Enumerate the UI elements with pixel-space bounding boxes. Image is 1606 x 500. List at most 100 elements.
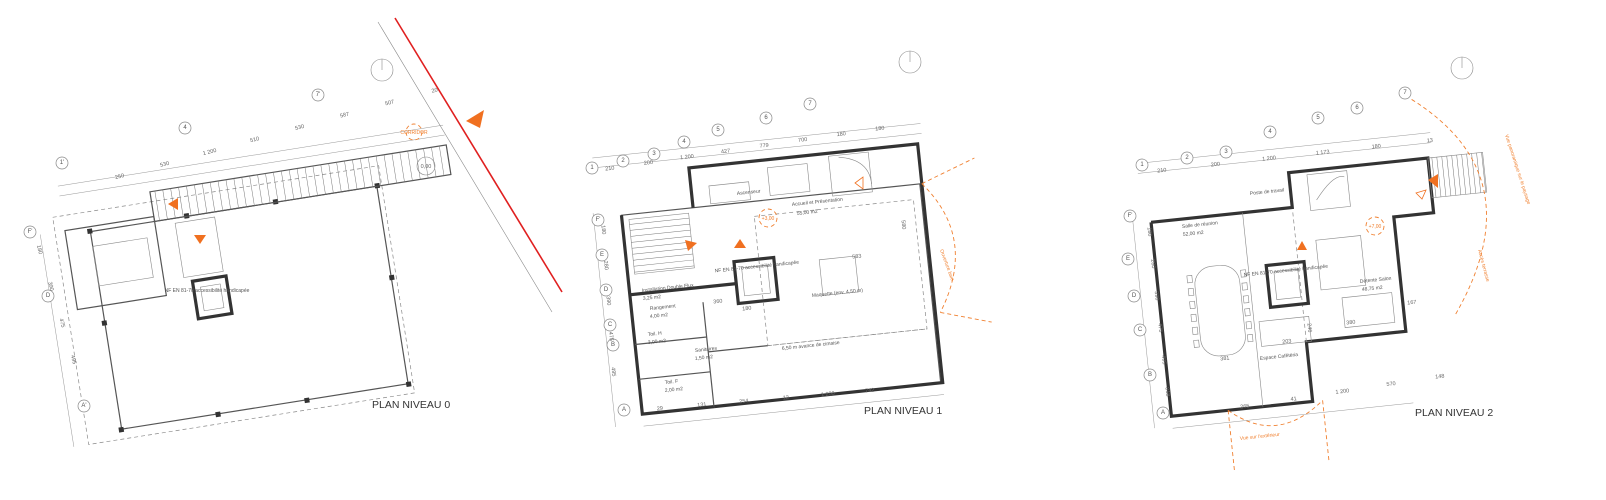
grid-label: F' <box>596 217 601 223</box>
grid-label: F' <box>28 229 33 235</box>
dimension: 530 <box>295 124 305 132</box>
dimension: 246 <box>1306 323 1313 333</box>
elevator-core <box>732 255 780 306</box>
elevator-label: Ascenseur <box>737 189 761 197</box>
grid-bubble-row: B <box>1143 368 1157 382</box>
grid-label: B <box>611 342 615 348</box>
grid-label: D <box>604 287 609 293</box>
dimension: 180 <box>600 225 607 235</box>
dimension: 475 <box>607 332 614 342</box>
grid-bubble-col: 5 <box>1311 111 1325 125</box>
dimension: 495 <box>1160 355 1167 365</box>
flow-arrow-icon <box>854 176 864 190</box>
grid-label: 4 <box>183 125 187 131</box>
flow-arrow-icon <box>168 198 178 210</box>
window-label: Ouverture baie <box>938 249 955 282</box>
dimension: 1 200 <box>680 154 694 161</box>
stair-ramp <box>149 144 452 223</box>
dimension: 580 <box>900 220 907 230</box>
dimension: 475 <box>58 318 66 328</box>
dimension: 131 <box>697 402 707 409</box>
grid-label: B <box>1148 372 1152 378</box>
dimension: 495 <box>69 355 77 365</box>
grid-bubble-row: A' <box>77 399 91 413</box>
room-area: 4,00 m2 <box>650 312 669 320</box>
grid-bubble-row: D <box>1127 289 1141 303</box>
grid-bubble-col: 4 <box>1263 125 1277 139</box>
dimension: 180 <box>875 126 885 133</box>
elevator-note: NF EN 81-70 accessibilité handicapée <box>1243 264 1328 279</box>
dimension: 20 <box>431 87 438 94</box>
model-label: Maquette (env. 4,50 m) <box>812 288 864 299</box>
grid-bubble-col: 5 <box>711 123 725 137</box>
elevator-note: NF EN 81-70 accessibilité handicapée <box>714 260 799 275</box>
flow-arrow-icon <box>194 235 206 244</box>
dimension: 200 <box>644 160 654 167</box>
room-area: 48,75 m2 <box>1362 285 1384 293</box>
room-area: 3,25 m2 <box>643 294 662 302</box>
flow-arrow-icon <box>1297 241 1307 250</box>
dimension: 570 <box>1386 381 1396 388</box>
plan-title: PLAN NIVEAU 0 <box>372 399 450 411</box>
grid-bubble-col: 1 <box>1135 158 1149 172</box>
dimension: 583 <box>852 254 862 261</box>
grid-bubble-row: D <box>41 289 55 303</box>
grid-label: D <box>1132 293 1137 299</box>
north-arrow-icon <box>898 50 922 74</box>
dimension: 390 <box>605 296 612 306</box>
grid-bubble-row: F' <box>591 213 605 227</box>
meeting-table <box>1194 264 1246 357</box>
flow-arrow-icon <box>734 239 746 248</box>
grid-label: D <box>46 293 51 299</box>
flow-arrow-icon <box>1428 174 1438 188</box>
room-name: Sanitaires <box>695 346 718 354</box>
view-label: Vue panoramique sur le paysage <box>1503 134 1531 206</box>
grid-bubble-col: 6 <box>1350 101 1364 115</box>
room-area: 3,00 m2 <box>648 338 667 346</box>
grid-bubble-col: 2 <box>616 154 630 168</box>
plan-niveau-0: 0,00 CORRIDOR NF EN 81-70 accessibilité … <box>23 17 563 447</box>
grid-bubble-col: 6 <box>759 111 773 125</box>
grid-bubble-row: A <box>617 403 631 417</box>
dimension: 700 <box>798 137 808 144</box>
grid-bubble-col: 3 <box>647 147 661 161</box>
room-name: Toil. F <box>665 379 679 386</box>
dimension: 41 <box>1290 396 1297 403</box>
grid-bubble-col: 4 <box>677 135 691 149</box>
grid-bubble-col: 7' <box>311 88 325 102</box>
grid-bubble-row: C <box>603 318 617 332</box>
grid-bubble-col: 3 <box>1219 145 1233 159</box>
grid-bubble-row: E <box>595 248 609 262</box>
dimension: 818 <box>1164 387 1171 397</box>
grid-label: F' <box>1128 213 1133 219</box>
terrace-label: Accès terrasse <box>1476 249 1490 283</box>
model-table <box>818 255 860 296</box>
dimension: 250 <box>115 173 125 181</box>
grid-label: A <box>622 407 626 413</box>
grid-label: 3 <box>1224 149 1228 155</box>
corridor-label: CORRIDOR <box>400 130 428 136</box>
dimension: 390 <box>1153 291 1160 301</box>
grid-bubble-row: C <box>1133 323 1147 337</box>
dimension: 380 <box>1346 320 1356 327</box>
dimension: 29 <box>657 406 664 413</box>
grid-bubble-row: D <box>599 283 613 297</box>
slab-outline <box>89 185 409 430</box>
grid-bubble-row: B <box>606 338 620 352</box>
dimension: 210 <box>605 166 615 173</box>
level-mark: 0,00 <box>421 164 432 170</box>
workstation-label: Poste de travail <box>1250 187 1285 197</box>
dimension: 779 <box>759 143 769 150</box>
grid-label: 3 <box>652 151 656 157</box>
grid-label: 7 <box>1403 90 1407 96</box>
room-name: Rangement <box>650 303 677 312</box>
grid-label: 7' <box>316 92 320 98</box>
grid-label: 4 <box>682 139 686 145</box>
grid-label: E <box>1126 256 1130 262</box>
dimension: 13 <box>1427 138 1434 145</box>
grid-label: A' <box>81 403 86 409</box>
site-limit <box>52 165 416 445</box>
grid-label: 2 <box>621 158 625 164</box>
room-area: 1,50 m2 <box>695 354 714 362</box>
grid-bubble-col: 7 <box>1398 86 1412 100</box>
